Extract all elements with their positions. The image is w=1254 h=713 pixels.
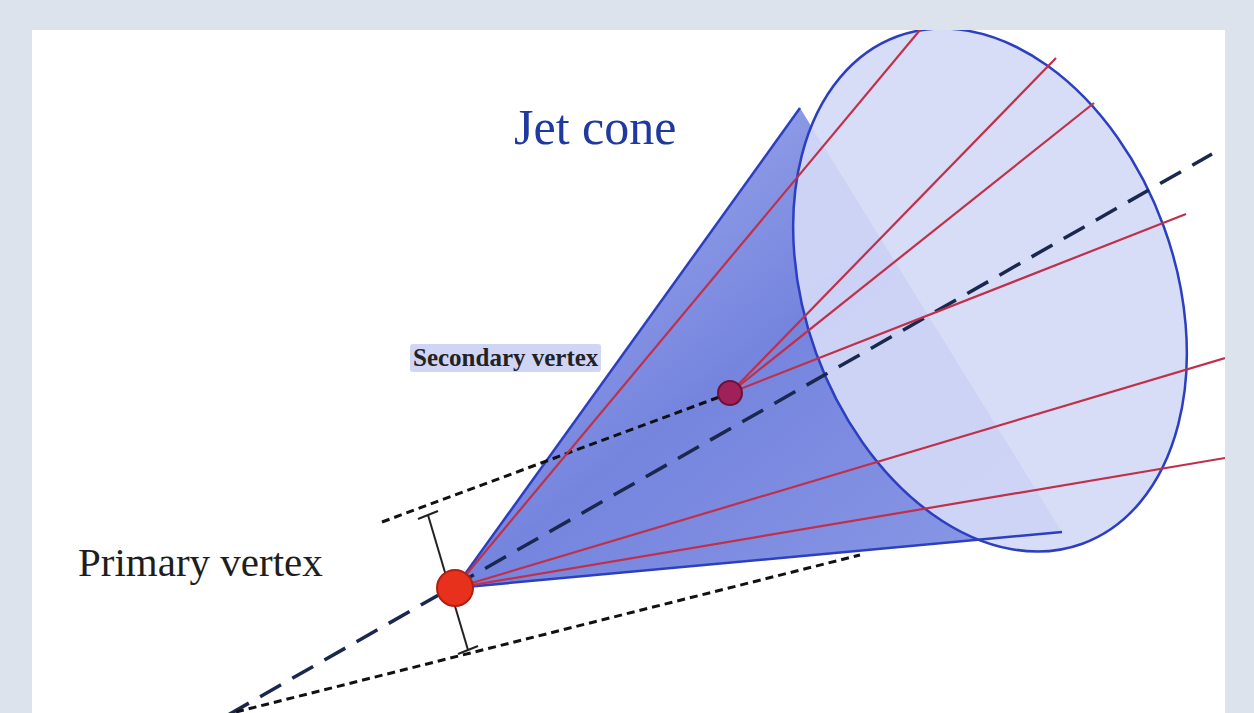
vertex-label: Primary vertex xyxy=(78,540,323,585)
secondary-vertex-dot xyxy=(718,381,742,405)
primary-vertex-dot xyxy=(437,570,473,606)
cone-label: Jet cone xyxy=(514,100,676,155)
impact-bracket xyxy=(418,511,478,654)
cone-mouth xyxy=(724,30,1225,607)
tracks xyxy=(455,30,1225,588)
flight-line xyxy=(382,393,730,522)
jet-axis xyxy=(228,154,1212,713)
flight-line xyxy=(236,555,860,712)
vertex-label: Secondary vertex xyxy=(410,344,601,372)
